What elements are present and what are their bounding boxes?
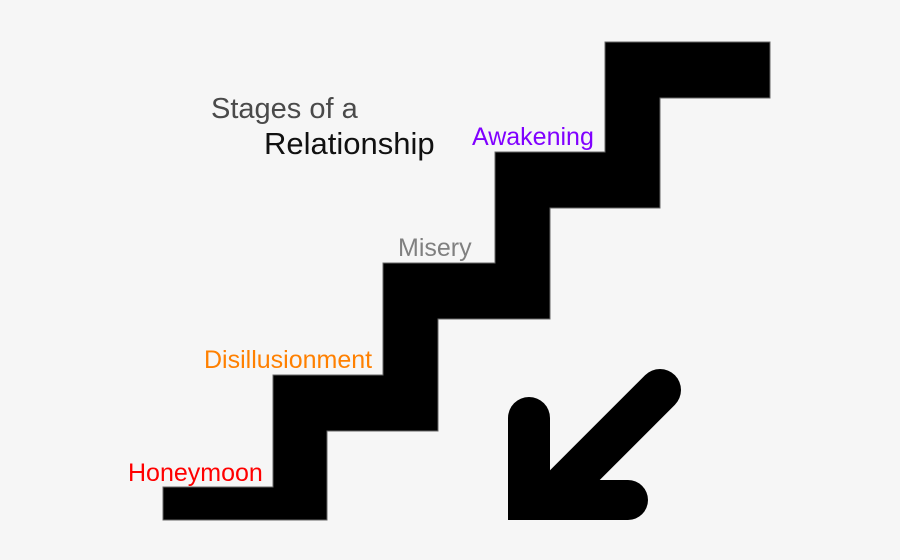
title-line-2: Relationship [264,126,435,161]
stage-label-misery: Misery [398,234,472,262]
arrow-down-left-icon [500,369,681,560]
staircase-shape [162,41,771,521]
stage-label-disillusionment: Disillusionment [204,346,373,374]
stage-label-honeymoon: Honeymoon [128,459,263,487]
stage-label-awakening: Awakening [472,123,594,151]
title-line-1: Stages of a [211,93,358,125]
